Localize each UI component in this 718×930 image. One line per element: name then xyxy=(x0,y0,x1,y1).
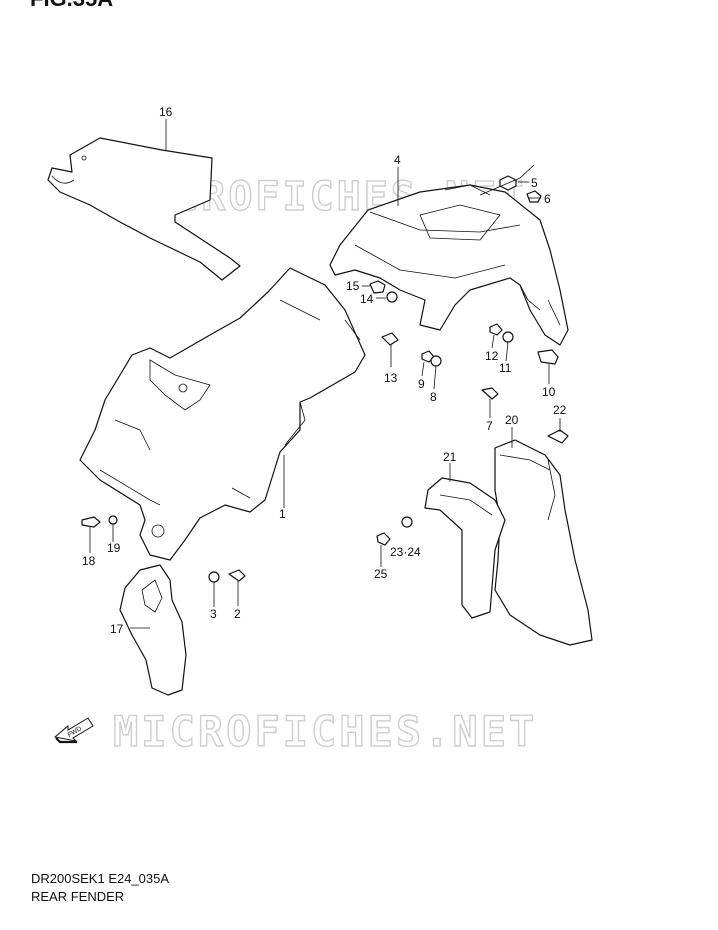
part-8-washer xyxy=(430,355,442,367)
leader-lines xyxy=(89,119,561,629)
part-20-mudguard xyxy=(494,439,593,646)
part-23-24-washer xyxy=(401,516,413,528)
callout-22: 22 xyxy=(553,403,567,417)
part-16-flap xyxy=(47,137,241,281)
callout-9: 9 xyxy=(418,377,425,391)
part-6-clip xyxy=(526,190,542,203)
callout-17: 17 xyxy=(110,622,124,636)
part-1-rear-fender-inner xyxy=(79,267,366,561)
part-3-washer xyxy=(208,571,220,583)
part-14-washer xyxy=(386,291,398,303)
callout-18: 18 xyxy=(82,554,96,568)
callout-15: 15 xyxy=(346,279,360,293)
diagram-code: DR200SEK1 E24_035A xyxy=(31,871,170,886)
callout-11: 11 xyxy=(499,361,512,375)
callout-4: 4 xyxy=(394,153,401,167)
part-25-nut xyxy=(376,532,391,546)
callout-10: 10 xyxy=(542,385,556,399)
callout-13: 13 xyxy=(384,371,398,385)
callout-8: 8 xyxy=(430,390,437,404)
callouts: 16 4 5 6 15 14 13 9 8 12 11 10 7 22 20 2… xyxy=(82,105,567,636)
watermark-bottom: MICROFICHES.NET xyxy=(113,707,537,756)
figure-title: FIG.35A xyxy=(30,0,113,12)
part-21-bracket xyxy=(424,477,506,619)
callout-21: 21 xyxy=(443,450,457,464)
callout-20: 20 xyxy=(505,413,519,427)
part-15-nut xyxy=(369,280,386,294)
callout-14: 14 xyxy=(360,292,374,306)
callout-23-24: 23·24 xyxy=(390,545,421,559)
callout-12: 12 xyxy=(485,349,499,363)
diagram-name: REAR FENDER xyxy=(31,889,125,904)
part-2-bolt xyxy=(228,569,246,582)
part-7-bolt xyxy=(481,387,499,400)
part-13-bolt xyxy=(381,332,399,346)
callout-6: 6 xyxy=(544,192,551,206)
fwd-arrow-icon: FWD xyxy=(53,717,94,744)
part-18-bolt xyxy=(81,516,101,528)
callout-19: 19 xyxy=(107,541,121,555)
part-19-washer xyxy=(108,515,118,525)
part-22-bolt xyxy=(547,429,569,444)
callout-2: 2 xyxy=(234,607,241,621)
callout-1: 1 xyxy=(279,507,286,521)
part-10-bolt xyxy=(537,349,559,365)
callout-3: 3 xyxy=(210,607,217,621)
callout-7: 7 xyxy=(486,419,493,433)
callout-25: 25 xyxy=(374,567,388,581)
part-17-side-cover xyxy=(119,564,187,696)
part-12-nut xyxy=(489,323,503,336)
part-11-washer xyxy=(502,331,514,343)
hardware xyxy=(81,175,569,583)
callout-16: 16 xyxy=(159,105,173,119)
callout-5: 5 xyxy=(531,176,538,190)
part-4-rear-fender-upper xyxy=(329,184,569,346)
